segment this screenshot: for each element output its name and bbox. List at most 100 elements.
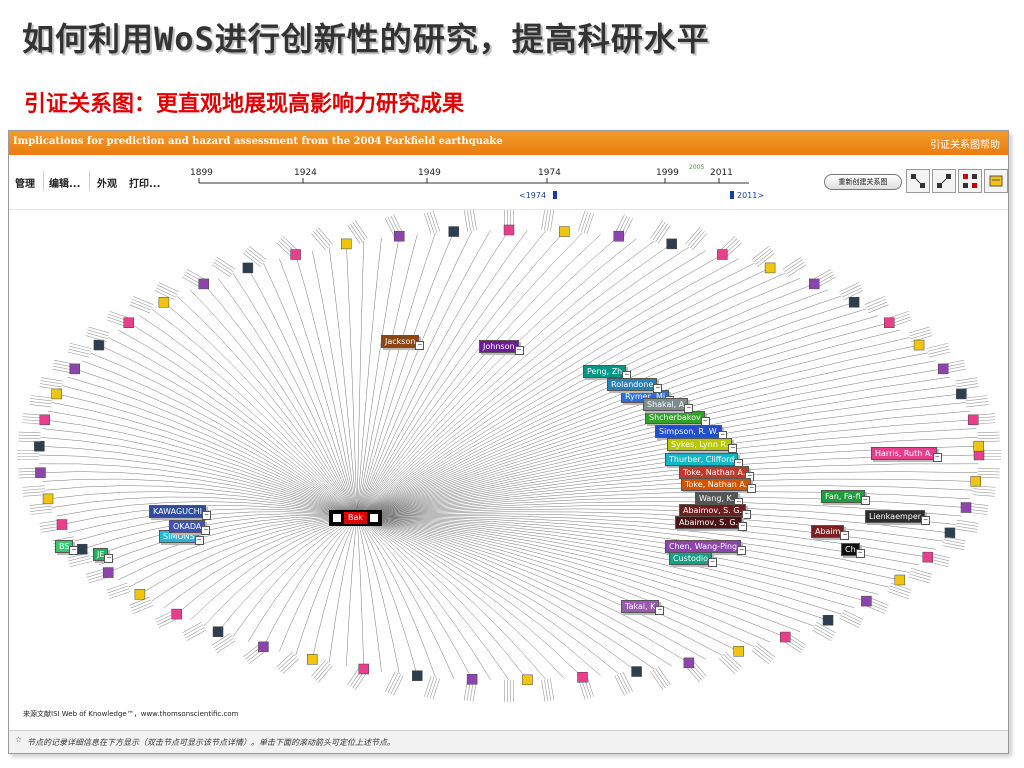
author-node[interactable]: OKADA− <box>169 520 211 535</box>
citation-node-box[interactable] <box>171 608 182 620</box>
collapse-node-control[interactable]: − <box>738 522 748 531</box>
timeline-right-handle[interactable] <box>730 191 734 199</box>
author-node[interactable]: Ch− <box>841 543 865 558</box>
author-node[interactable]: Peng, Zh− <box>583 365 632 380</box>
collapse-node-control[interactable]: − <box>104 554 114 563</box>
citation-node-box[interactable] <box>922 551 934 563</box>
collapse-node-control[interactable]: − <box>932 453 942 462</box>
citation-node-box[interactable] <box>358 663 370 675</box>
citation-node-box[interactable] <box>198 278 210 290</box>
collapse-node-control[interactable]: − <box>737 546 747 555</box>
citation-node-box[interactable] <box>123 317 135 328</box>
author-node[interactable]: Custodio− <box>669 552 718 567</box>
expand-right-control[interactable] <box>369 513 380 523</box>
citation-node-box[interactable] <box>51 388 62 400</box>
author-node[interactable]: Shcherbakov− <box>645 411 710 426</box>
collapse-node-control[interactable]: − <box>742 510 752 519</box>
collapse-node-control[interactable]: − <box>655 606 665 615</box>
citation-node-box[interactable] <box>76 543 88 555</box>
nodes-forward-icon[interactable] <box>906 169 930 193</box>
citation-node-box[interactable] <box>134 589 146 600</box>
expand-left-control[interactable] <box>332 513 342 523</box>
collapse-node-control[interactable]: − <box>855 549 865 558</box>
citation-node-box[interactable] <box>412 670 423 681</box>
citation-node-box[interactable] <box>56 519 68 530</box>
collapse-node-control[interactable]: − <box>201 526 211 535</box>
author-node[interactable]: Abaim− <box>811 525 850 540</box>
citation-node-box[interactable] <box>666 238 677 250</box>
timeline-range-end[interactable]: 2011> <box>737 191 764 200</box>
author-node[interactable]: Abaimov, S. G.− <box>675 516 748 531</box>
citation-node-box[interactable] <box>522 674 533 686</box>
collapse-node-control[interactable]: − <box>728 444 738 453</box>
citation-node-box[interactable] <box>42 493 54 505</box>
citation-node-box[interactable] <box>973 449 985 461</box>
citation-node-box[interactable] <box>69 363 81 375</box>
author-node[interactable]: Toke, Nathan A.− <box>681 478 757 493</box>
new-map-button[interactable]: 重新创建关系图 <box>824 174 902 190</box>
citation-node-box[interactable] <box>93 339 105 351</box>
collapse-node-control[interactable]: − <box>840 531 850 540</box>
citation-node-box[interactable] <box>103 567 114 578</box>
citation-node-box[interactable] <box>306 654 318 665</box>
author-node[interactable]: Harris, Ruth A.− <box>871 447 942 462</box>
author-node[interactable]: Thurber, Clifford− <box>665 453 744 468</box>
collapse-node-control[interactable]: − <box>747 484 757 493</box>
citation-node-box[interactable] <box>937 363 949 375</box>
citation-node-box[interactable] <box>448 226 460 237</box>
author-node[interactable]: Johnson− <box>479 340 524 355</box>
citation-node-box[interactable] <box>960 502 972 513</box>
author-node[interactable]: Rolandone− <box>607 378 663 393</box>
citation-node-box[interactable] <box>683 657 695 669</box>
citation-node-box[interactable] <box>944 527 956 539</box>
citation-node-box[interactable] <box>212 626 224 637</box>
timeline-range-start[interactable]: <1974 <box>519 191 546 200</box>
citation-map-canvas[interactable]: Harris, Ruth A.−Fan, Fa-fi−Shcherbakov−S… <box>9 210 1008 730</box>
citation-node-box[interactable] <box>35 467 46 478</box>
author-node[interactable]: Shakal, A− <box>643 398 694 413</box>
author-node[interactable]: SIMONS− <box>159 530 204 545</box>
collapse-node-control[interactable]: − <box>684 404 694 413</box>
citation-node-box[interactable] <box>631 666 642 677</box>
citation-node-box[interactable] <box>808 278 820 290</box>
collapse-node-control[interactable]: − <box>653 384 663 393</box>
export-icon[interactable] <box>984 169 1008 193</box>
citation-node-box[interactable] <box>970 476 981 487</box>
citation-node-box[interactable] <box>894 574 906 586</box>
citation-node-box[interactable] <box>861 595 872 607</box>
citation-node-box[interactable] <box>764 262 776 274</box>
menu-appearance[interactable]: 外观 <box>97 179 117 190</box>
citation-node-box[interactable] <box>577 671 588 683</box>
citation-node-box[interactable] <box>242 262 254 274</box>
citation-node-box[interactable] <box>883 317 895 328</box>
citation-node-box[interactable] <box>913 339 925 351</box>
citation-node-box[interactable] <box>558 226 570 237</box>
nodes-both-icon[interactable] <box>958 169 982 193</box>
center-paper-node[interactable]: Bak <box>329 510 383 526</box>
collapse-node-control[interactable]: − <box>415 341 425 350</box>
citation-node-box[interactable] <box>341 238 352 250</box>
citation-node-box[interactable] <box>158 297 170 308</box>
timeline-left-handle[interactable] <box>553 191 557 199</box>
author-node[interactable]: KAWAGUCHI− <box>149 505 211 520</box>
citation-node-box[interactable] <box>848 297 860 308</box>
menu-edit[interactable]: 编辑... <box>49 179 81 190</box>
collapse-node-control[interactable]: − <box>194 536 204 545</box>
collapse-node-control[interactable]: − <box>69 546 79 555</box>
collapse-node-control[interactable]: − <box>860 496 870 505</box>
collapse-node-control[interactable]: − <box>921 516 931 525</box>
citation-node-box[interactable] <box>34 440 45 452</box>
menu-print[interactable]: 打印... <box>129 179 161 190</box>
nodes-backward-icon[interactable] <box>932 169 956 193</box>
citation-node-box[interactable] <box>780 631 791 643</box>
citation-node-box[interactable] <box>717 249 728 260</box>
author-node[interactable]: Sykes, Lynn R.− <box>667 438 738 453</box>
citation-node-box[interactable] <box>39 414 51 426</box>
author-node[interactable]: Lienkaemper− <box>865 510 931 525</box>
author-node[interactable]: JE− <box>93 548 114 563</box>
citation-node-box[interactable] <box>613 230 624 242</box>
author-node[interactable]: Jackson− <box>381 335 425 350</box>
citation-node-box[interactable] <box>733 646 744 657</box>
author-node[interactable]: BS− <box>55 540 79 555</box>
citation-node-box[interactable] <box>503 224 515 236</box>
